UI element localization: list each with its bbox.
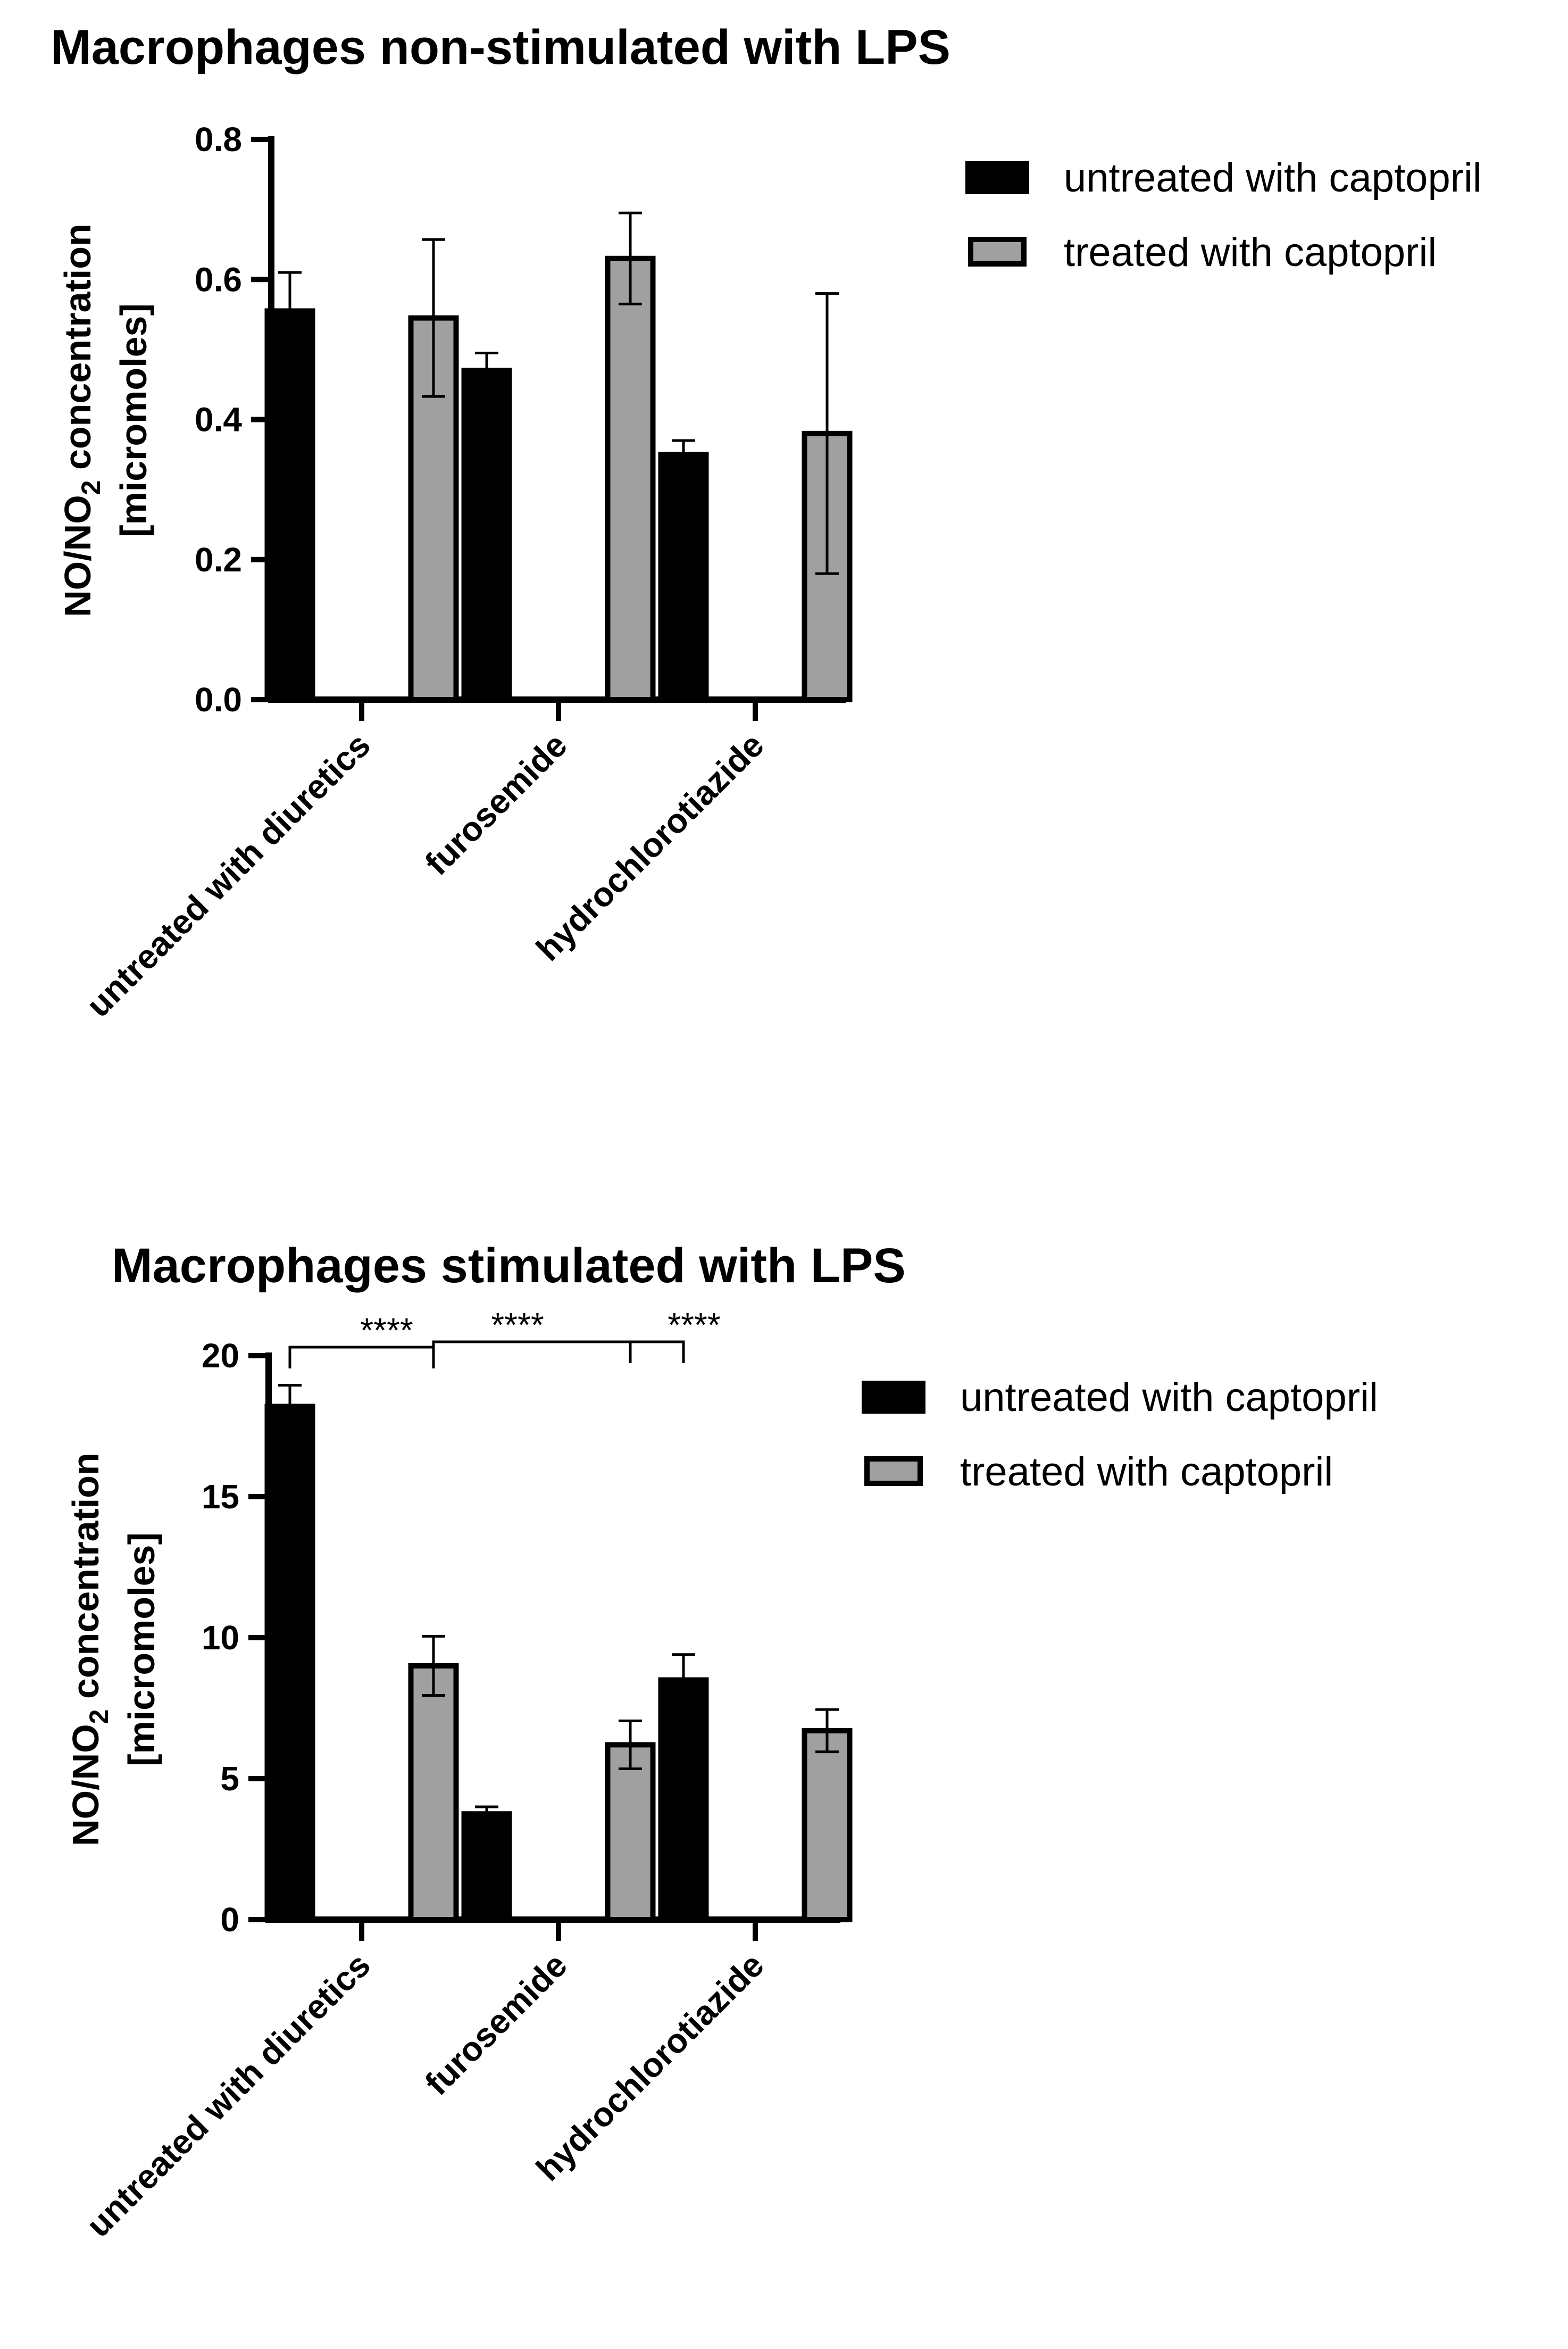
chart-1-y-axis-label: NO/NO2 concentration	[57, 223, 106, 617]
chart-2-y-tick-label: 20	[202, 1337, 239, 1375]
chart-1-y-tick-label: 0.2	[195, 541, 242, 579]
chart-1-y-axis-label-units: [micromoles]	[113, 303, 154, 537]
chart-2-y-axis-label-units: [micromoles]	[121, 1532, 162, 1766]
legend-2-label-treated: treated with captopril	[960, 1449, 1333, 1495]
chart-1-category-label: furosemide	[418, 726, 574, 883]
chart-2-plot-area: 0 5 10 15 20 untreated with diuretics furosemi…	[79, 1306, 853, 2244]
chart-2-legend: untreated with captopril treated with ca…	[862, 1375, 1378, 1495]
significance-label: ****	[491, 1306, 544, 1344]
legend-1-swatch-treated	[968, 237, 1027, 267]
chart-2-y-tick-label: 10	[202, 1618, 239, 1657]
bar-treated-captopril	[802, 1728, 853, 1922]
chart-1-y-tick-label: 0.0	[195, 680, 242, 719]
chart-2-category-label: hydrochlorotiazide	[529, 1946, 771, 2188]
chart-2-category-label: untreated with diuretics	[79, 1946, 378, 2244]
legend-1-label-untreated: untreated with captopril	[1064, 155, 1482, 201]
chart-2-y-tick-label: 5	[220, 1759, 239, 1798]
chart-2-y-axis-label: NO/NO2 concentration	[65, 1452, 114, 1846]
legend-1-label-treated: treated with captopril	[1064, 230, 1437, 275]
chart-1-category-label: hydrochlorotiazide	[529, 726, 771, 968]
bar-untreated-captopril	[264, 308, 315, 702]
chart-2-category-label: furosemide	[418, 1946, 574, 2103]
chart-1-y-tick-label: 0.4	[195, 401, 242, 439]
chart-2-y-tick-label: 15	[202, 1478, 239, 1516]
chart-2-y-tick-label: 0	[220, 1900, 239, 1939]
legend-2-label-untreated: untreated with captopril	[960, 1375, 1378, 1420]
bar-treated-captopril	[605, 1742, 656, 1922]
chart-panel-2: Macrophages stimulated with LPS NO/NO2 c…	[65, 1239, 1378, 2244]
significance-bracket	[288, 1346, 435, 1368]
chart-2-title: Macrophages stimulated with LPS	[112, 1239, 906, 1293]
significance-label: ****	[360, 1311, 413, 1349]
chart-1-legend: untreated with captopril treated with ca…	[965, 155, 1482, 275]
bar-treated-captopril	[605, 255, 656, 702]
chart-1-title: Macrophages non-stimulated with LPS	[51, 20, 950, 74]
bar-untreated-captopril	[658, 452, 709, 702]
legend-1-swatch-untreated	[965, 161, 1029, 194]
legend-2-swatch-untreated	[862, 1381, 925, 1414]
bar-untreated-captopril	[461, 1811, 512, 1922]
legend-2-swatch-treated	[864, 1456, 923, 1486]
bar-untreated-captopril	[658, 1677, 709, 1922]
significance-label: ****	[668, 1306, 721, 1344]
bar-untreated-captopril	[264, 1404, 315, 1922]
significance-bracket	[432, 1340, 632, 1363]
significance-bracket	[629, 1340, 685, 1363]
chart-1-plot-area: 0.0 0.2 0.4 0.6 0.8 untreated with diuretics f…	[79, 120, 853, 1024]
bar-untreated-captopril	[461, 368, 512, 702]
chart-1-y-tick-label: 0.6	[195, 260, 242, 298]
chart-1-y-tick-label: 0.8	[195, 120, 242, 159]
chart-panel-1: Macrophages non-stimulated with LPS NO/N…	[51, 20, 1482, 1024]
chart-1-category-label: untreated with diuretics	[79, 726, 378, 1024]
bar-treated-captopril	[408, 1663, 459, 1922]
